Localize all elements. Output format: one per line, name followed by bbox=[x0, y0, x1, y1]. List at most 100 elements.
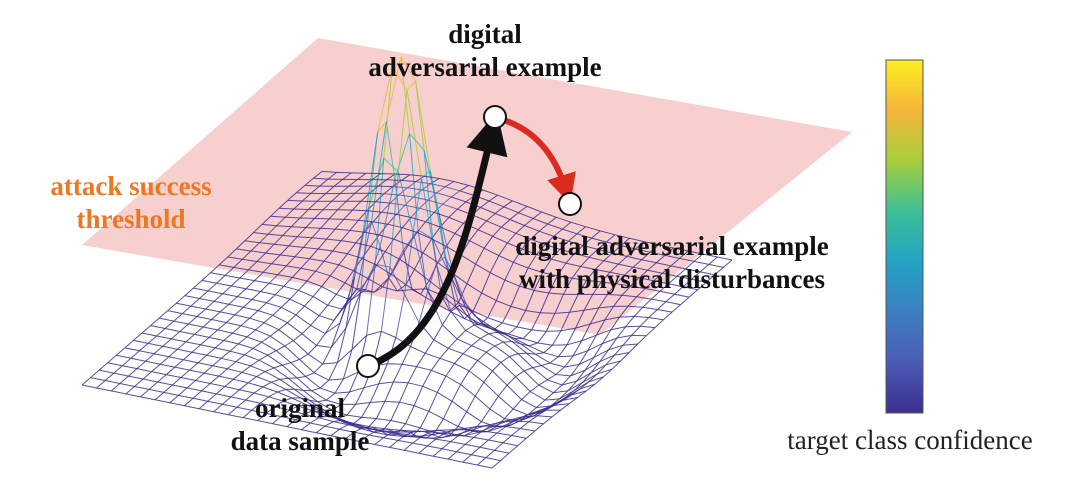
mesh-line bbox=[374, 444, 390, 448]
mesh-line bbox=[545, 313, 556, 332]
mesh-line bbox=[527, 254, 538, 269]
mesh-line bbox=[385, 56, 402, 122]
mesh-line bbox=[289, 289, 299, 300]
mesh-line bbox=[608, 344, 624, 351]
mesh-line bbox=[433, 211, 449, 218]
mesh-line bbox=[599, 349, 609, 362]
mesh-line bbox=[477, 220, 487, 231]
mesh-line bbox=[178, 387, 188, 396]
mesh-line bbox=[537, 409, 547, 417]
mesh-line bbox=[553, 390, 569, 394]
mesh-line bbox=[431, 369, 447, 377]
mesh-line bbox=[406, 90, 423, 179]
mesh-line bbox=[613, 294, 623, 307]
mesh-line bbox=[392, 56, 402, 67]
mesh-line bbox=[207, 400, 223, 405]
mesh-line bbox=[278, 329, 294, 342]
mesh-line bbox=[257, 310, 273, 316]
mesh-line bbox=[648, 317, 664, 321]
mesh-line bbox=[154, 353, 169, 358]
mesh-line bbox=[705, 274, 716, 283]
mesh-line bbox=[542, 258, 552, 273]
mesh-line bbox=[251, 409, 267, 414]
mesh-line bbox=[345, 291, 362, 329]
mesh-line bbox=[450, 311, 466, 331]
mesh-line bbox=[450, 441, 466, 445]
mesh-line bbox=[318, 248, 333, 252]
mesh-line bbox=[321, 286, 337, 295]
mesh-line bbox=[531, 329, 547, 332]
attack-threshold-label: attack success threshold bbox=[0, 170, 262, 236]
mesh-line bbox=[451, 400, 467, 413]
mesh-line bbox=[343, 218, 359, 221]
mesh-line bbox=[615, 274, 625, 285]
mesh-line bbox=[487, 426, 497, 433]
mesh-line bbox=[489, 272, 506, 281]
mesh-line bbox=[215, 386, 226, 395]
mesh-line bbox=[521, 399, 537, 409]
mesh-line bbox=[521, 238, 531, 250]
mesh-line bbox=[538, 230, 554, 237]
mesh-line bbox=[245, 399, 261, 404]
mesh-line bbox=[503, 341, 519, 354]
mesh-line bbox=[442, 400, 453, 420]
mesh-line bbox=[255, 322, 265, 331]
mesh-line bbox=[548, 292, 564, 295]
mesh-line bbox=[282, 235, 298, 238]
mesh-line bbox=[651, 298, 666, 303]
mesh-line bbox=[263, 322, 280, 331]
mesh-line bbox=[371, 426, 386, 430]
mesh-line bbox=[360, 441, 375, 445]
mesh-line bbox=[457, 283, 468, 303]
mesh-line bbox=[653, 272, 663, 282]
mesh-line bbox=[432, 238, 442, 296]
mesh-line bbox=[346, 403, 356, 416]
mesh-line bbox=[533, 411, 543, 417]
mesh-line bbox=[299, 359, 315, 374]
mesh-line bbox=[460, 370, 470, 385]
mesh-line bbox=[266, 294, 276, 304]
mesh-line bbox=[356, 423, 366, 429]
mesh-line bbox=[293, 208, 309, 210]
mesh-line bbox=[469, 240, 485, 249]
mesh-line bbox=[426, 432, 436, 439]
mesh-line bbox=[517, 353, 534, 368]
mesh-line bbox=[291, 397, 307, 406]
mesh-line bbox=[399, 401, 415, 407]
mesh-line bbox=[249, 317, 265, 324]
mesh-line bbox=[688, 289, 699, 298]
mesh-line bbox=[246, 336, 262, 343]
mesh-line bbox=[470, 425, 486, 431]
mesh-line bbox=[455, 306, 471, 319]
mesh-line bbox=[297, 236, 313, 239]
mesh-line bbox=[405, 284, 421, 295]
mesh-line bbox=[232, 332, 248, 338]
mesh-line bbox=[700, 271, 715, 276]
mesh-line bbox=[262, 386, 278, 393]
mesh-line bbox=[286, 419, 296, 427]
mesh-line bbox=[488, 333, 504, 343]
mesh-line bbox=[284, 208, 295, 218]
mesh-line bbox=[593, 349, 609, 358]
mesh-line bbox=[410, 217, 426, 223]
mesh-line bbox=[290, 358, 300, 364]
mesh-line bbox=[413, 196, 429, 201]
mesh-line bbox=[214, 340, 225, 349]
mesh-line bbox=[685, 268, 701, 273]
mesh-line bbox=[521, 391, 531, 400]
mesh-line bbox=[307, 353, 323, 365]
mesh-line bbox=[649, 244, 660, 253]
mesh-line bbox=[150, 325, 166, 329]
mesh-line bbox=[510, 285, 520, 307]
mesh-line bbox=[241, 365, 251, 373]
mesh-line bbox=[509, 219, 525, 226]
mesh-line bbox=[403, 442, 414, 451]
mesh-line bbox=[460, 384, 476, 397]
mesh-line bbox=[242, 409, 252, 418]
mesh-line bbox=[276, 345, 286, 352]
mesh-line bbox=[528, 345, 545, 354]
mesh-line bbox=[384, 400, 400, 403]
mesh-line bbox=[473, 324, 490, 335]
mesh-line bbox=[427, 438, 437, 447]
mesh-line bbox=[484, 425, 494, 427]
